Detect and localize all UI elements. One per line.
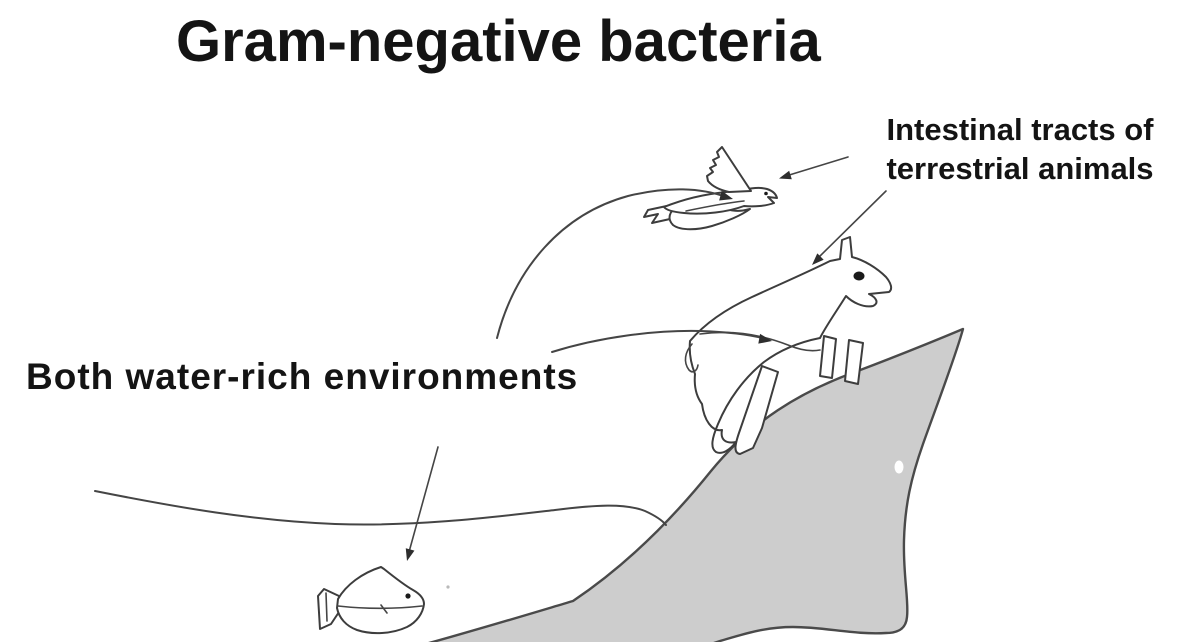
cow-body <box>688 236 893 454</box>
water-surface-line <box>94 490 667 526</box>
bird-eye <box>764 191 768 196</box>
curve-to-cow-arrowhead-icon <box>758 333 772 344</box>
fish-tail <box>317 588 340 630</box>
terrestrial-label-line1: Intestinal tracts of <box>886 112 1154 147</box>
hill-white-dot <box>894 460 904 474</box>
arrow-label-to-fish <box>408 446 439 553</box>
arc-to-bird-arrowhead-icon <box>719 190 733 201</box>
terrestrial-label: Intestinal tracts of terrestrial animals <box>840 110 1200 188</box>
aquatic-label: Both water-rich environments <box>26 356 579 397</box>
curve-to-cow <box>551 329 767 353</box>
arrow-label-to-bird-arrowhead-icon <box>779 170 792 180</box>
cow-front-leg-right <box>844 339 864 385</box>
arrow-label-to-cow <box>817 190 887 259</box>
arrow-label-to-bird <box>785 156 849 177</box>
bird-icon <box>643 146 778 231</box>
fish-body <box>336 566 425 635</box>
fish-mouth-line <box>337 605 423 610</box>
cow-hind-leg <box>734 365 779 455</box>
arc-to-bird <box>496 188 727 339</box>
fish-icon <box>317 566 450 635</box>
terrestrial-label-line2: terrestrial animals <box>886 151 1154 186</box>
arrow-label-to-cow-arrowhead-icon <box>812 253 824 265</box>
hill-shape <box>428 327 965 642</box>
fish-tail-line <box>325 592 328 622</box>
page-title: Gram-negative bacteria <box>176 9 821 74</box>
fish-chin-tick <box>380 604 388 614</box>
cow-eye <box>853 271 865 281</box>
bird-body <box>663 186 778 215</box>
fish-eye <box>405 593 411 599</box>
bird-raised-wing <box>706 146 752 193</box>
arrow-label-to-fish-arrowhead-icon <box>405 548 415 561</box>
cow-tail <box>684 343 699 373</box>
cow-front-leg-left <box>819 335 837 379</box>
speck <box>446 585 450 589</box>
cow-icon <box>684 236 893 455</box>
bird-wing-fold-line <box>685 200 745 212</box>
